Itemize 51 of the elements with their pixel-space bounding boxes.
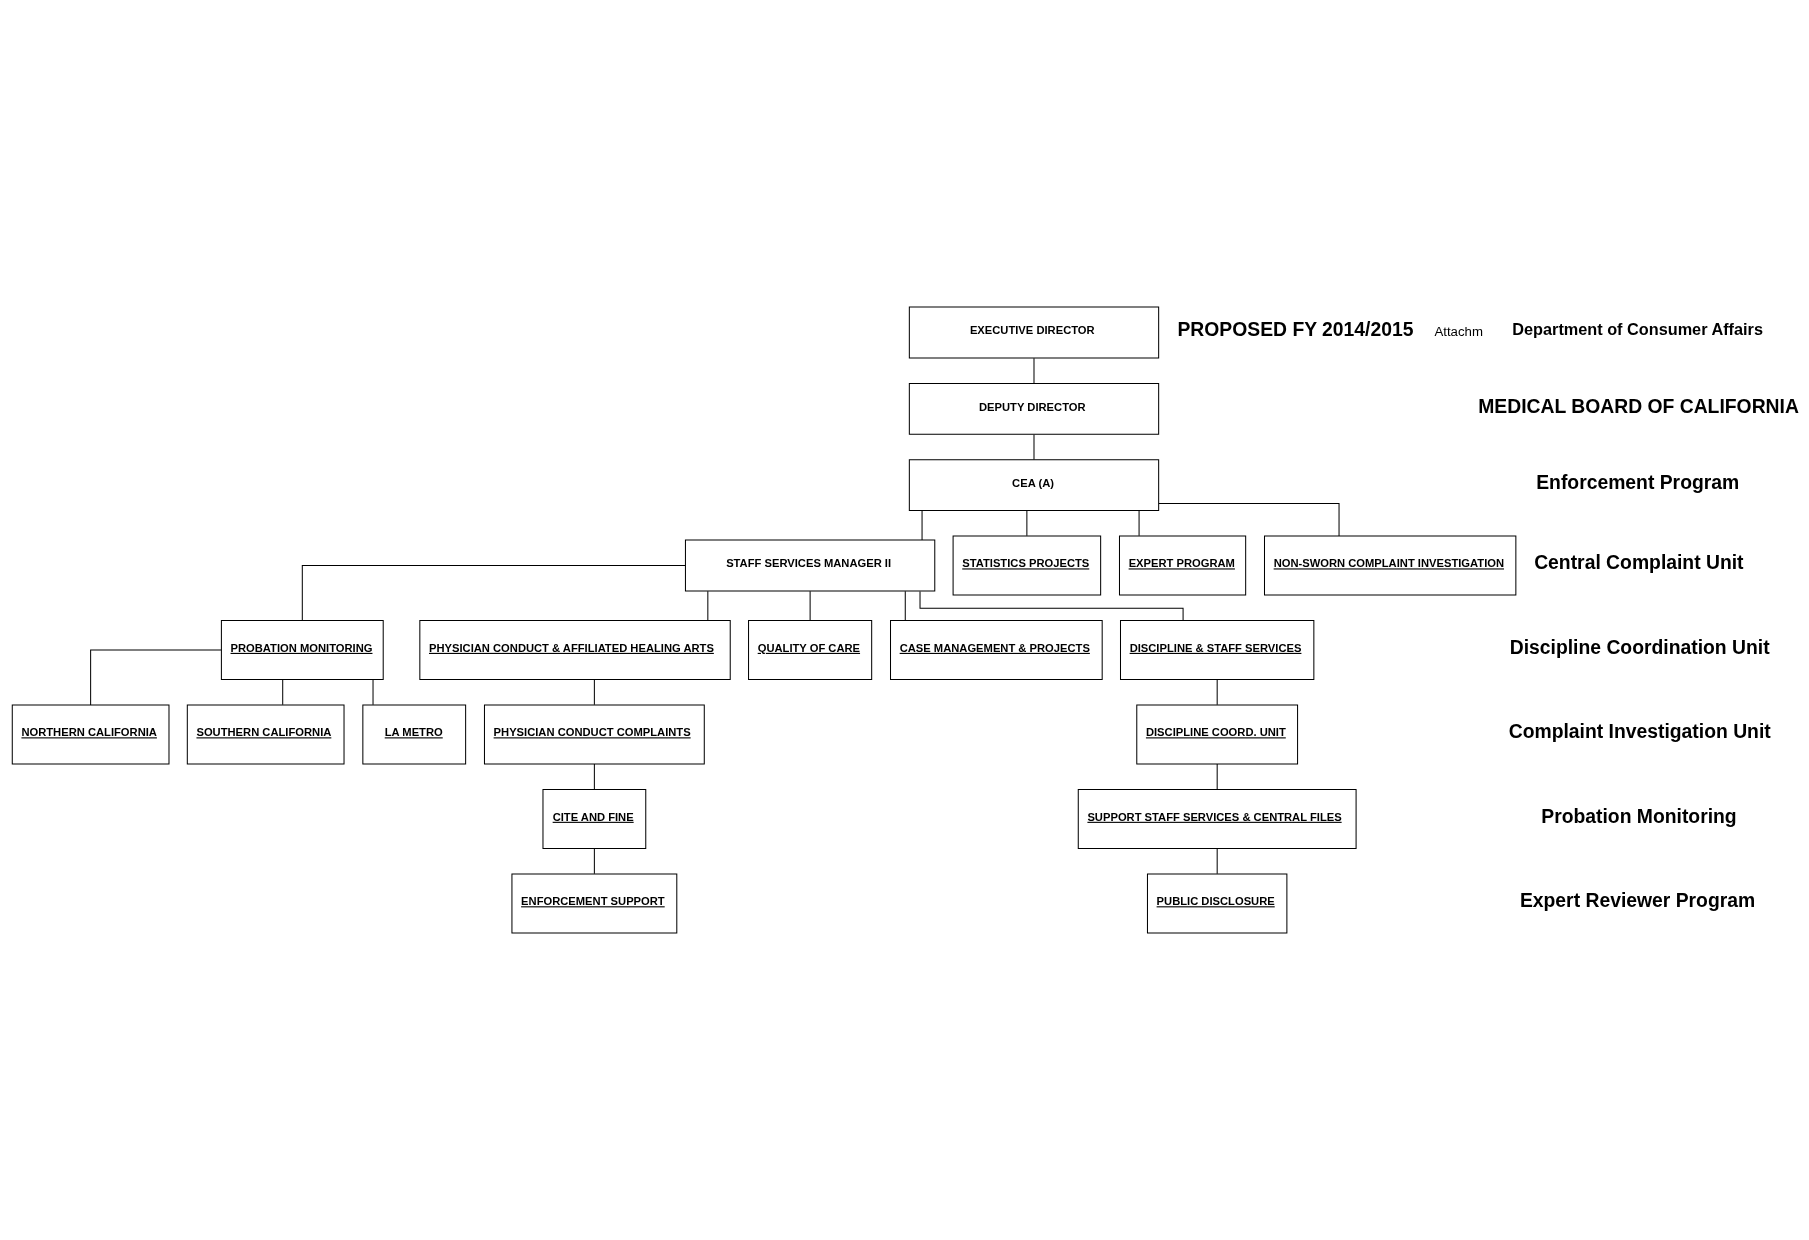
node-box: DISCIPLINE COORD. UNIT [1136,704,1299,765]
label: Probation Monitoring [1541,805,1737,827]
label: Complaint Investigation Unit [1508,721,1771,743]
node-box: EXECUTIVE DIRECTOR [908,306,1160,359]
label: PROPOSED FY 2014/2015 [1177,319,1414,341]
node-box: PROBATION MONITORING [220,620,384,681]
connector [921,510,923,541]
node-box: PHYSICIAN CONDUCT COMPLAINTS [483,704,705,765]
node-box: LA METRO [362,704,467,765]
node-box: PHYSICIAN CONDUCT & AFFILIATED HEALING ARTS [419,620,731,681]
label: Enforcement Program [1536,471,1740,493]
node-box: DISCIPLINE & STAFF SERVICES [1120,620,1315,681]
node-box: STAFF SERVICES MANAGER II [684,539,936,592]
node-box: NORTHERN CALIFORNIA [11,704,170,765]
connector [282,679,284,706]
node-box: CASE MANAGEMENT & PROJECTS [890,620,1103,681]
connector [809,590,811,621]
connector [1216,763,1218,790]
connector [1033,357,1035,384]
connector [1026,510,1028,537]
node-box: CEA (A) [908,459,1160,512]
connector [90,649,222,706]
node-box: NON-SWORN COMPLAINT INVESTIGATION [1264,535,1517,596]
connector [593,848,595,875]
connector [707,590,709,621]
connector [919,590,1184,621]
connector [1138,510,1140,537]
node-box: SOUTHERN CALIFORNIA [186,704,345,765]
label: Central Complaint Unit [1534,552,1744,574]
node-box: PUBLIC DISCLOSURE [1146,873,1288,934]
connector [593,679,595,706]
node-box: EXPERT PROGRAM [1118,535,1247,596]
node-box: QUALITY OF CARE [748,620,873,681]
connector [372,679,374,706]
label: Department of Consumer Affairs [1512,320,1763,339]
label: Expert Reviewer Program [1519,890,1756,912]
connector [301,565,686,621]
node-box: ENFORCEMENT SUPPORT [511,873,678,934]
connector [593,763,595,790]
label: Discipline Coordination Unit [1509,636,1770,658]
node-box: SUPPORT STAFF SERVICES & CENTRAL FILES [1077,788,1357,849]
connector [1216,848,1218,875]
label: MEDICAL BOARD OF CALIFORNIA [1478,395,1799,417]
node-box: CITE AND FINE [542,788,647,849]
label: Attachm [1434,323,1483,339]
connector [904,590,906,621]
node-box: STATISTICS PROJECTS [952,535,1102,596]
connector [1216,679,1218,706]
connector [1158,502,1340,537]
node-box: DEPUTY DIRECTOR [908,382,1160,435]
connector [1033,434,1035,461]
